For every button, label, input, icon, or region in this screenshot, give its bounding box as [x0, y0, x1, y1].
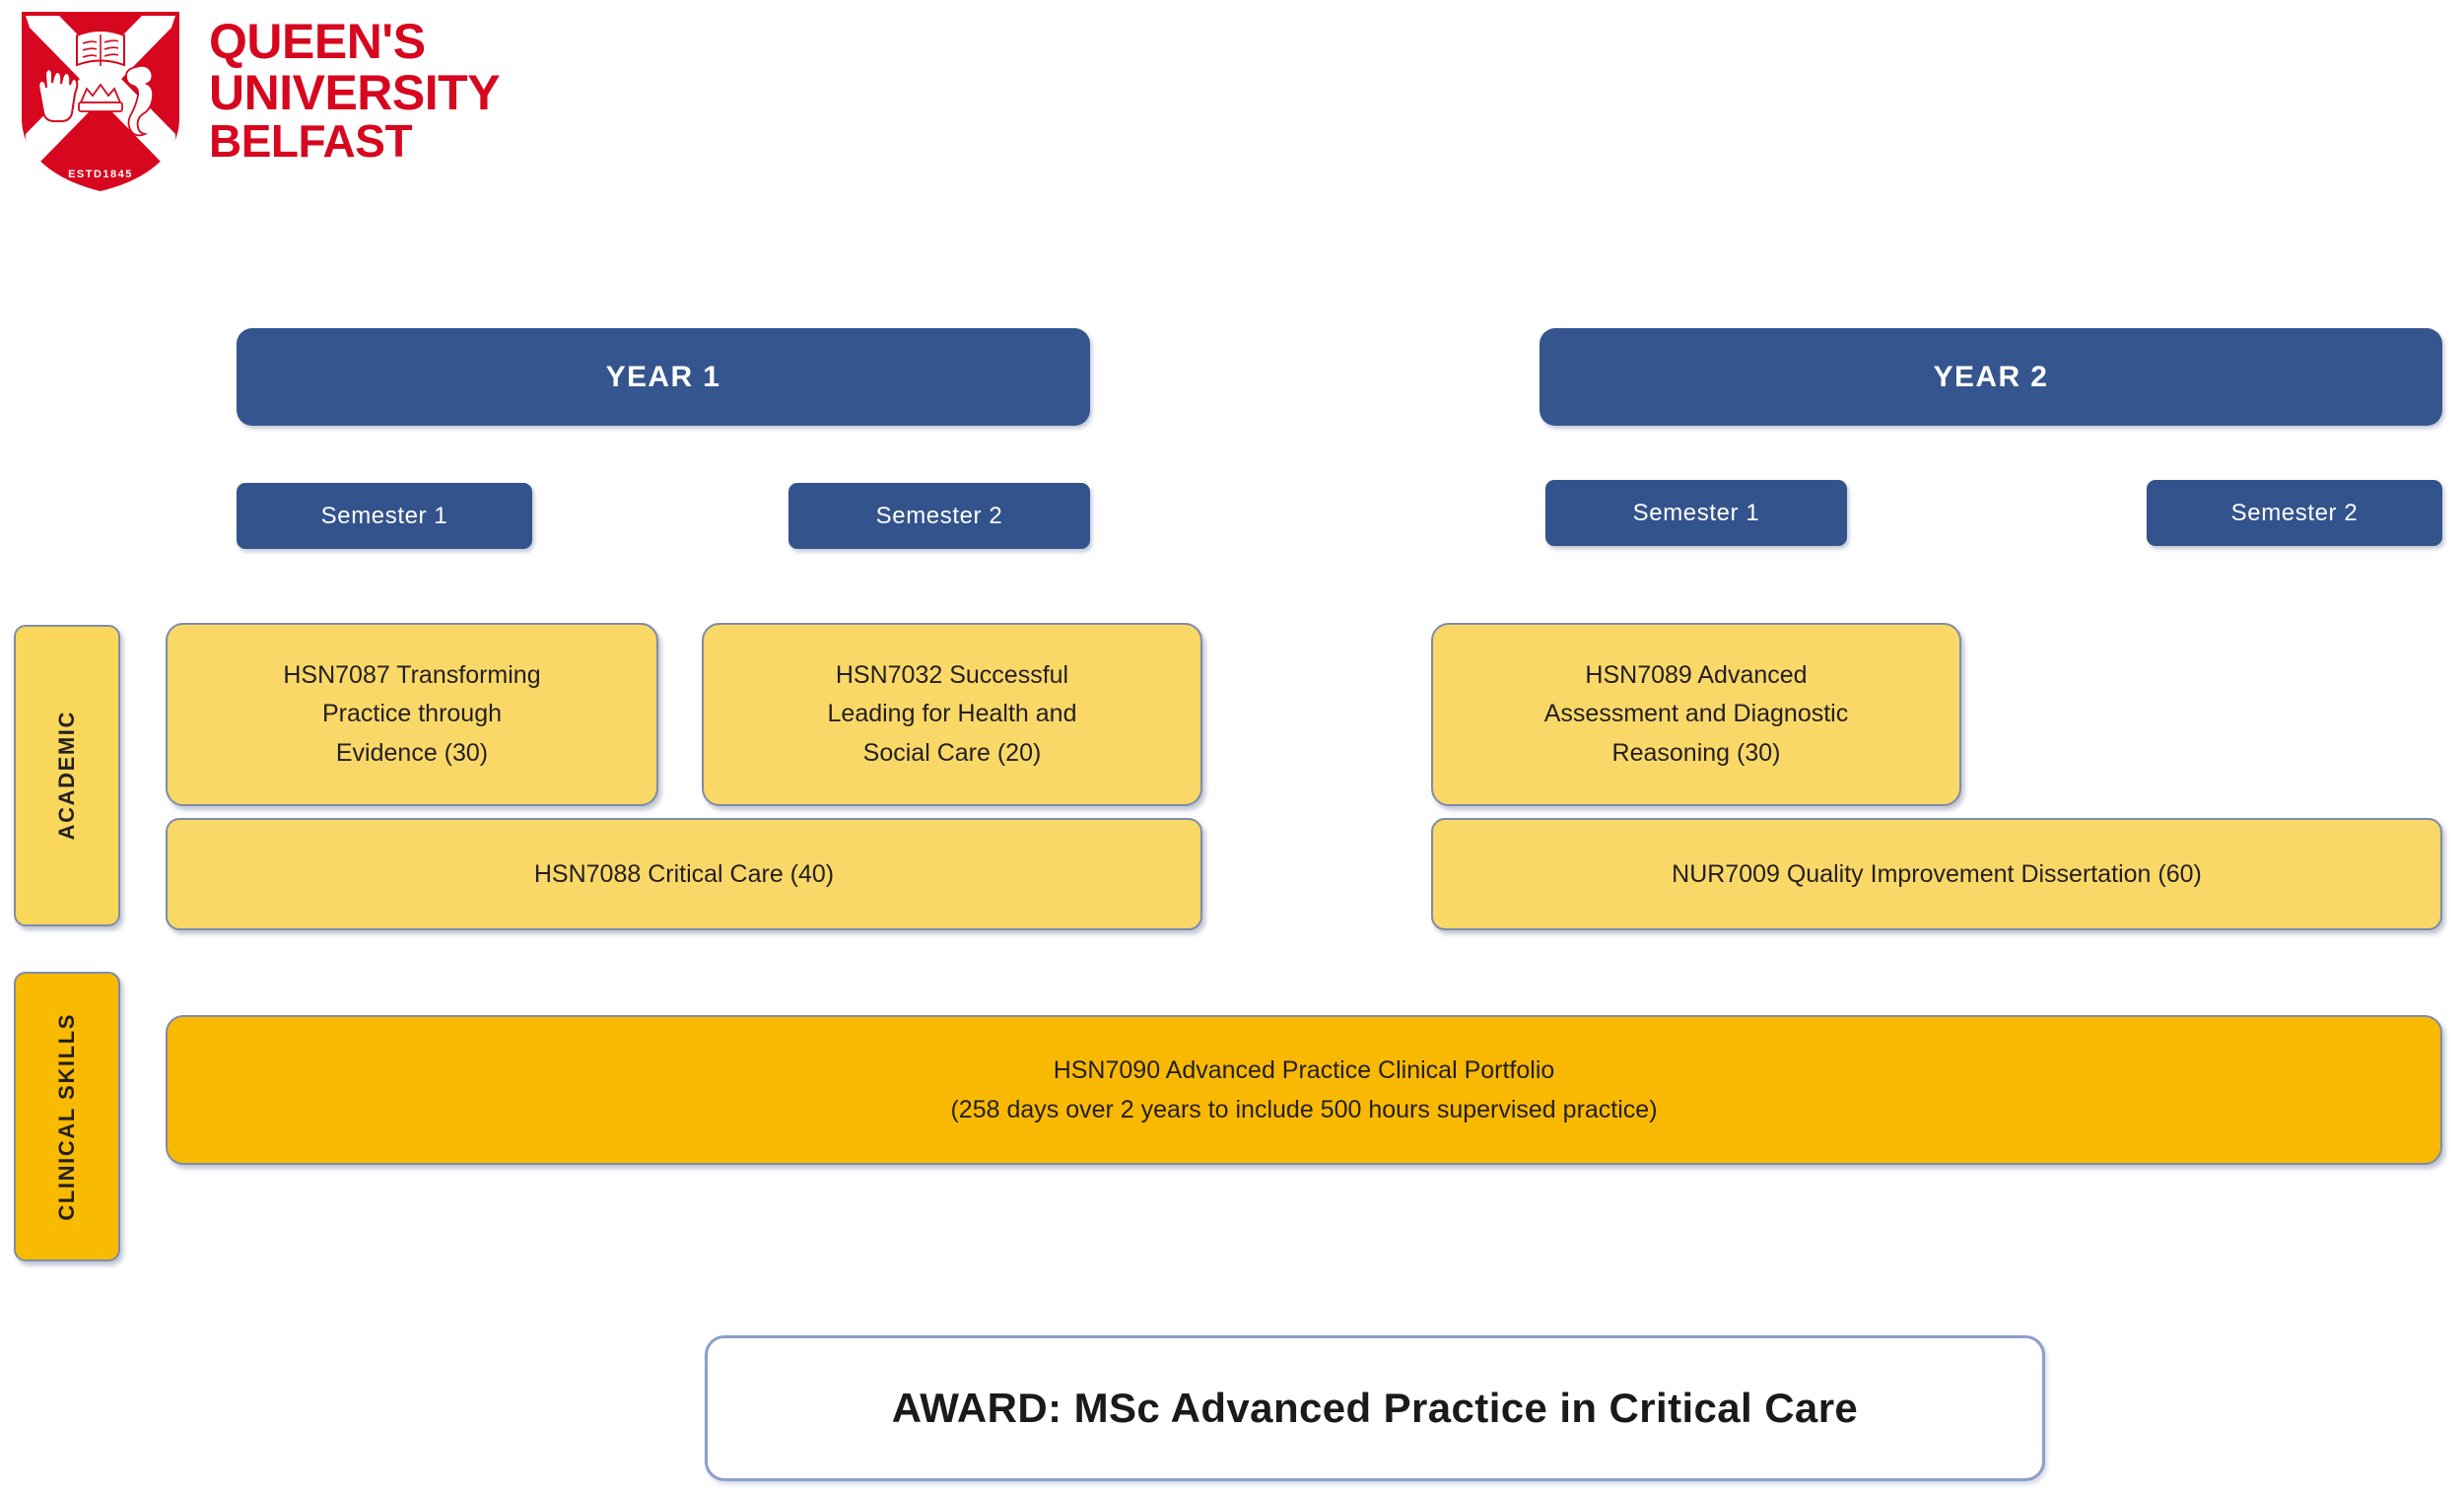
- year-2-semester-1-label: Semester 1: [1545, 480, 1847, 546]
- module-hsn7089-line-3: Reasoning (30): [1611, 738, 1781, 767]
- queens-university-belfast-shield-icon: ESTD1845: [22, 12, 179, 191]
- wordmark-line-2: UNIVERSITY: [209, 65, 501, 120]
- strand-label-academic: ACADEMIC: [14, 625, 120, 926]
- module-hsn7088-label: HSN7088 Critical Care (40): [533, 859, 835, 888]
- year-2-semester-2-text: Semester 2: [2230, 499, 2359, 526]
- module-hsn7089: HSN7089 Advanced Assessment and Diagnost…: [1431, 623, 1961, 806]
- year-1-header: YEAR 1: [237, 328, 1090, 426]
- module-hsn7087: HSN7087 Transforming Practice through Ev…: [166, 623, 658, 806]
- module-nur7009-label: NUR7009 Quality Improvement Dissertation…: [1672, 859, 2202, 888]
- year-1-semester-2-label: Semester 2: [788, 483, 1090, 549]
- year-1-title: YEAR 1: [605, 360, 721, 393]
- award-box: AWARD: MSc Advanced Practice in Critical…: [705, 1335, 2045, 1481]
- strand-label-clinical-skills: CLINICAL SKILLS: [14, 972, 120, 1261]
- module-hsn7089-line-2: Assessment and Diagnostic: [1543, 700, 1849, 728]
- award-label: AWARD: MSc Advanced Practice in Critical…: [891, 1385, 1859, 1431]
- year-2-semester-2-label: Semester 2: [2147, 480, 2442, 546]
- year-1-semester-2-text: Semester 2: [875, 502, 1003, 529]
- module-nur7009: NUR7009 Quality Improvement Dissertation…: [1431, 818, 2442, 930]
- module-hsn7088: HSN7088 Critical Care (40): [166, 818, 1202, 930]
- year-2-title: YEAR 2: [1933, 360, 2049, 393]
- module-hsn7032-line-3: Social Care (20): [862, 738, 1042, 767]
- university-wordmark: QUEEN'S UNIVERSITY BELFAST: [209, 16, 544, 166]
- strand-label-academic-text: ACADEMIC: [54, 711, 79, 841]
- module-hsn7032-line-2: Leading for Health and: [827, 700, 1077, 728]
- module-hsn7087-line-1: HSN7087 Transforming: [283, 660, 541, 689]
- year-2-header: YEAR 2: [1540, 328, 2442, 426]
- module-hsn7087-line-2: Practice through: [321, 700, 503, 728]
- wordmark-line-1: QUEEN'S: [209, 14, 426, 69]
- module-hsn7032-line-1: HSN7032 Successful: [835, 660, 1069, 689]
- module-hsn7090-line-2: (258 days over 2 years to include 500 ho…: [950, 1096, 1658, 1123]
- module-hsn7087-line-3: Evidence (30): [335, 738, 489, 767]
- strand-label-clinical-skills-text: CLINICAL SKILLS: [54, 1012, 79, 1221]
- wordmark-line-3: BELFAST: [209, 115, 413, 167]
- module-hsn7090-line-1: HSN7090 Advanced Practice Clinical Portf…: [1053, 1055, 1555, 1084]
- module-hsn7090-clinical-portfolio: HSN7090 Advanced Practice Clinical Portf…: [166, 1015, 2442, 1165]
- university-logo: ESTD1845 QUEEN'S UNIVERSITY BELFAST: [16, 8, 548, 195]
- year-2-semester-1-text: Semester 1: [1632, 499, 1760, 526]
- module-hsn7032: HSN7032 Successful Leading for Health an…: [702, 623, 1202, 806]
- year-1-semester-1-label: Semester 1: [237, 483, 532, 549]
- module-hsn7089-line-1: HSN7089 Advanced: [1585, 660, 1808, 689]
- shield-established-text: ESTD1845: [68, 169, 133, 180]
- year-1-semester-1-text: Semester 1: [320, 502, 448, 529]
